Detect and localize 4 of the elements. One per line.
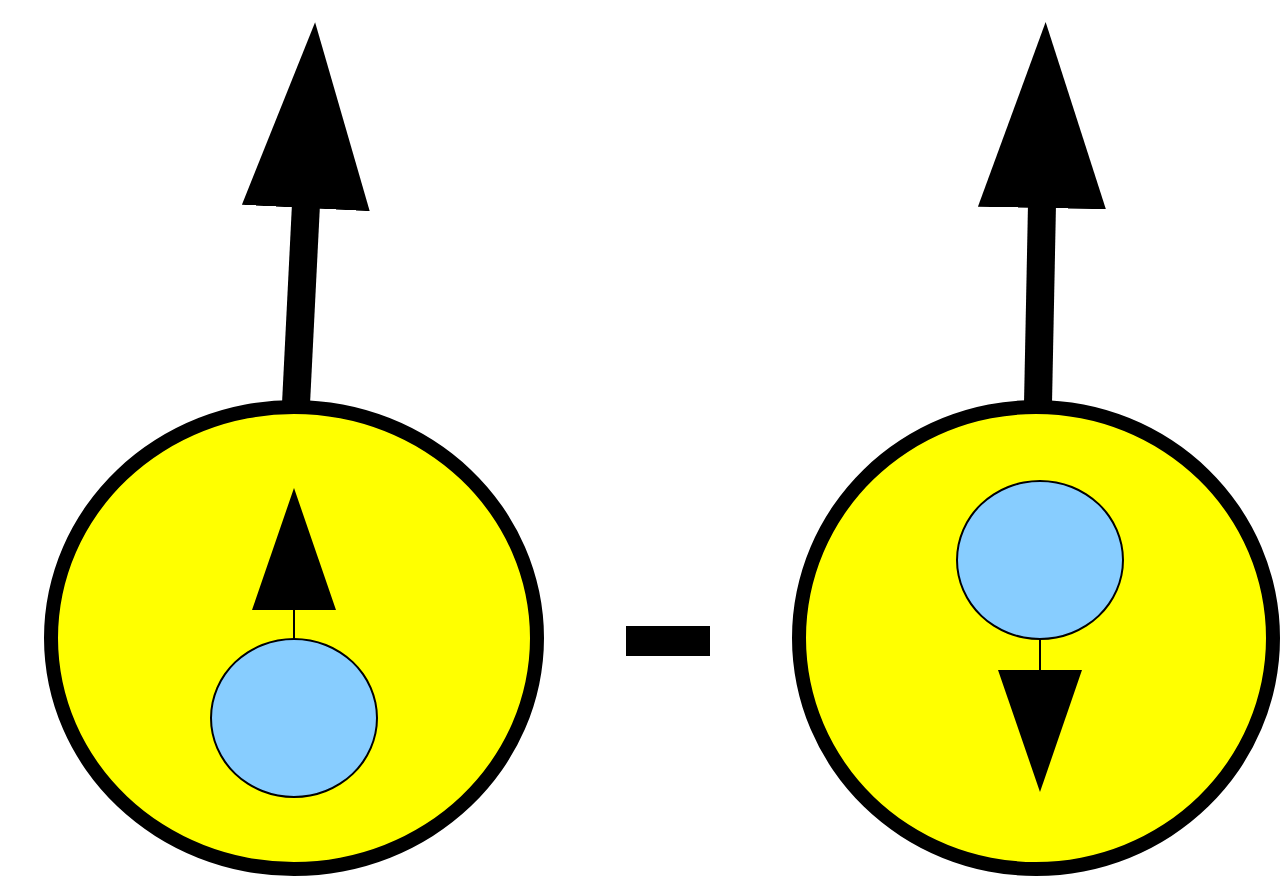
arrow <box>977 22 1106 405</box>
arrow <box>252 488 336 639</box>
arrow <box>241 22 370 405</box>
arrow <box>998 639 1082 792</box>
